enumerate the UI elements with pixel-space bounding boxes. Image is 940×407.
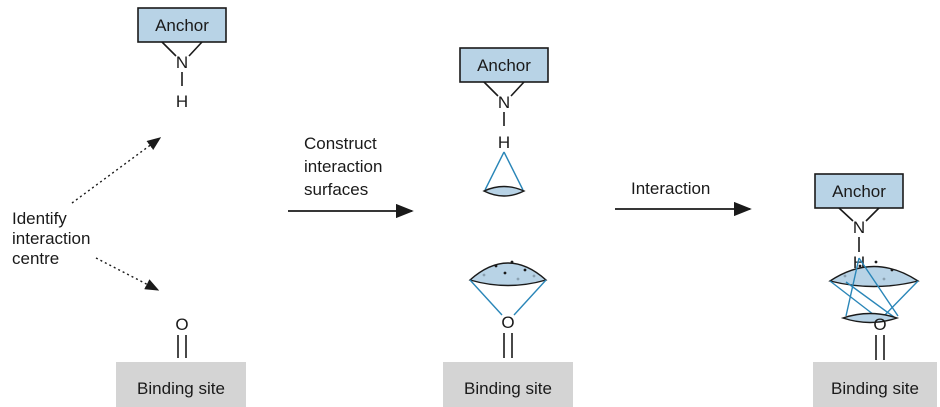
donor-cone-right (503, 151, 524, 191)
acceptor-cone-right (513, 279, 547, 316)
surface-dot (494, 264, 498, 268)
surface-dot (516, 277, 520, 281)
construct-label-line1: Construct (304, 134, 377, 153)
identify-label-line1: Identify (12, 209, 67, 228)
surface-dot (882, 277, 886, 281)
dotted-arrow-to-o (95, 257, 160, 291)
acceptor-surface (468, 262, 548, 287)
nitrogen-atom-3: N (853, 218, 865, 237)
panel-construct: Anchor N H O Binding site (443, 47, 573, 407)
surface-dot (503, 271, 507, 275)
acceptor-surface-overlap (828, 265, 920, 288)
donor-surface (482, 185, 526, 197)
bond-left-2 (483, 81, 499, 97)
identify-label-line2: interaction (12, 229, 90, 248)
acceptor-cone-left (469, 279, 503, 316)
bond-left-3 (838, 207, 854, 222)
panel-interaction: Anchor N H O Binding site (813, 173, 937, 407)
donor-cone-left (484, 151, 505, 191)
surface-dot (482, 273, 486, 277)
bond-right-3 (865, 207, 880, 222)
construct-label-line3: surfaces (304, 180, 368, 199)
bond-left-1 (161, 41, 177, 57)
bond-right-1 (188, 41, 203, 57)
binding-site-box-2 (443, 362, 573, 407)
dotted-arrow-to-h (71, 137, 162, 204)
anchor-label-3: Anchor (832, 182, 886, 201)
nitrogen-atom-1: N (176, 53, 188, 72)
identify-label-line3: centre (12, 249, 59, 268)
oxygen-atom-1: O (175, 315, 188, 334)
hydrogen-atom-2: H (498, 133, 510, 152)
anchor-label-1: Anchor (155, 16, 209, 35)
hydrogen-atom-3: H (853, 253, 865, 272)
panel-identify: Anchor N H Identify interaction centre O… (12, 7, 246, 407)
binding-site-label-2: Binding site (464, 379, 552, 398)
cone-line (845, 281, 895, 318)
surface-dot (858, 264, 862, 268)
oxygen-atom-3: O (873, 315, 886, 334)
surface-dot (510, 260, 514, 264)
anchor-box-1 (137, 7, 227, 43)
nitrogen-atom-2: N (498, 93, 510, 112)
surface-dot (890, 268, 894, 272)
anchor-label-2: Anchor (477, 56, 531, 75)
oxygen-atom-2: O (501, 313, 514, 332)
surface-dot (874, 260, 878, 264)
surface-dot (843, 274, 847, 278)
binding-site-label-3: Binding site (831, 379, 919, 398)
binding-site-box-3 (813, 362, 937, 407)
binding-site-label-1: Binding site (137, 379, 225, 398)
donor-surface-overlap (840, 312, 900, 324)
hydrogen-atom-1: H (176, 92, 188, 111)
surface-dot (532, 274, 536, 278)
cone-line (829, 280, 879, 319)
anchor-box-2 (459, 47, 549, 83)
construct-label-line2: interaction (304, 157, 382, 176)
cone-line (858, 257, 899, 317)
interaction-label: Interaction (631, 179, 710, 198)
binding-site-box-1 (116, 362, 246, 407)
anchor-box-3 (814, 173, 904, 209)
surface-dot (523, 268, 527, 272)
bond-right-2 (510, 81, 525, 97)
